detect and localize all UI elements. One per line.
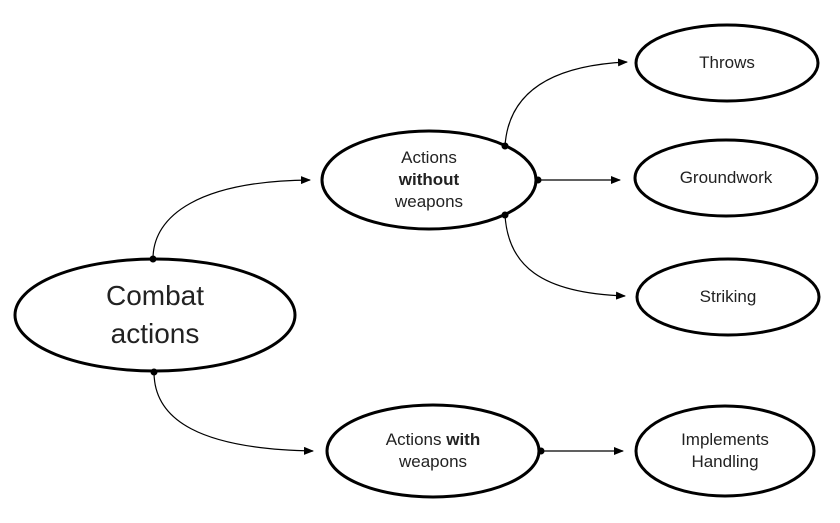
implements-line-2: Handling bbox=[691, 452, 759, 471]
groundwork-text: Groundwork bbox=[679, 167, 773, 187]
connector-dot bbox=[149, 255, 157, 263]
label-throws: Throws bbox=[636, 25, 818, 101]
with-line-1-bold: with bbox=[446, 429, 481, 449]
connector-dot bbox=[501, 142, 509, 150]
connector-dot bbox=[534, 176, 542, 184]
combat-line-2: actions bbox=[110, 318, 200, 349]
without-line-2-bold: without bbox=[398, 169, 460, 189]
label-groundwork: Groundwork bbox=[635, 140, 817, 216]
combat-line-1: Combat bbox=[105, 280, 205, 312]
with-line-2: weapons bbox=[398, 452, 468, 471]
node-groundwork bbox=[633, 138, 819, 218]
label-actions-without-weapons: Actions without weapons bbox=[322, 131, 536, 229]
with-line-1: Actions with bbox=[386, 429, 480, 451]
label-striking: Striking bbox=[637, 259, 819, 335]
implements-line-1: Implements bbox=[681, 429, 769, 449]
label-combat-actions: Combat actions bbox=[15, 259, 295, 371]
label-implements-handling: Implements Handling bbox=[636, 406, 814, 496]
node-striking bbox=[635, 257, 821, 337]
with-line-1-pre: Actions bbox=[385, 429, 447, 449]
edge-root-to-with bbox=[153, 371, 314, 455]
edge-without-to-throws bbox=[504, 58, 628, 147]
without-line-1: Actions bbox=[401, 147, 457, 167]
without-line-3: weapons bbox=[394, 192, 464, 212]
node-implements-handling bbox=[634, 404, 816, 498]
throws-text: Throws bbox=[699, 52, 755, 72]
striking-text: Striking bbox=[699, 286, 757, 306]
connector-dot bbox=[501, 211, 509, 219]
connector-dot bbox=[537, 447, 545, 455]
connector-dot bbox=[150, 368, 158, 376]
node-throws bbox=[634, 23, 820, 103]
label-actions-with-weapons: Actions with weapons bbox=[327, 405, 539, 497]
edge-without-to-striking bbox=[504, 214, 626, 300]
edge-root-to-without bbox=[152, 176, 311, 260]
